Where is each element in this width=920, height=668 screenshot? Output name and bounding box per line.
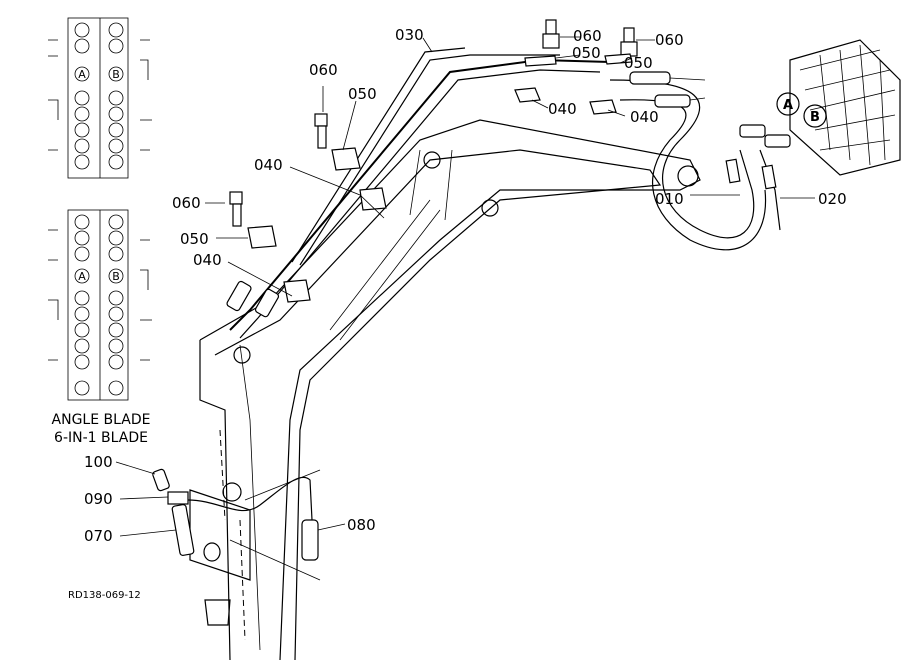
callout-080: 080 (347, 516, 376, 534)
inset-circles-top (74, 22, 124, 170)
leader-lines (115, 36, 815, 537)
inset-port-schematic: A B A B (48, 17, 152, 401)
valve-port-a-label: A (783, 98, 793, 113)
boom-arm (189, 119, 701, 661)
part-callouts: 010 020 030 040 040 040 040 050 050 050 … (84, 26, 847, 545)
port-a-mid-label: A (78, 270, 86, 283)
callout-090: 090 (84, 490, 113, 508)
inset-side-marks (48, 18, 152, 400)
caption-angle-blade: ANGLE BLADE (52, 412, 151, 428)
callout-100: 100 (84, 453, 113, 471)
drawing-id: RD138-069-12 (68, 590, 141, 601)
hose-fittings-upper (629, 71, 706, 108)
callout-060-a: 060 (573, 27, 602, 45)
pipe-assembly-030 (229, 47, 611, 339)
callout-050-c: 050 (348, 85, 377, 103)
callout-060-d: 060 (172, 194, 201, 212)
callout-050-b: 050 (624, 54, 653, 72)
valve-port-b-label: B (810, 110, 820, 125)
callout-010: 010 (655, 190, 684, 208)
callout-040-b: 040 (630, 108, 659, 126)
callout-050-d: 050 (180, 230, 209, 248)
callout-040-a: 040 (548, 100, 577, 118)
callout-050-a: 050 (572, 44, 601, 62)
clamp-bolt-set (226, 19, 638, 318)
caption-6-in-1-blade: 6-IN-1 BLADE (54, 430, 148, 446)
callout-040-c: 040 (254, 156, 283, 174)
port-b-top-label: B (112, 68, 120, 81)
control-valve: A B (739, 39, 901, 176)
hose-020 (725, 149, 781, 231)
callout-060-b: 060 (655, 31, 684, 49)
port-a-top-label: A (78, 68, 86, 81)
port-b-mid-label: B (112, 270, 120, 283)
inset-circles-bottom (74, 214, 124, 396)
callout-040-d: 040 (193, 251, 222, 269)
callout-030: 030 (395, 26, 424, 44)
hose-010 (609, 79, 767, 251)
callout-060-c: 060 (309, 61, 338, 79)
lower-hose-assembly (152, 429, 319, 641)
callout-070: 070 (84, 527, 113, 545)
callout-020: 020 (818, 190, 847, 208)
